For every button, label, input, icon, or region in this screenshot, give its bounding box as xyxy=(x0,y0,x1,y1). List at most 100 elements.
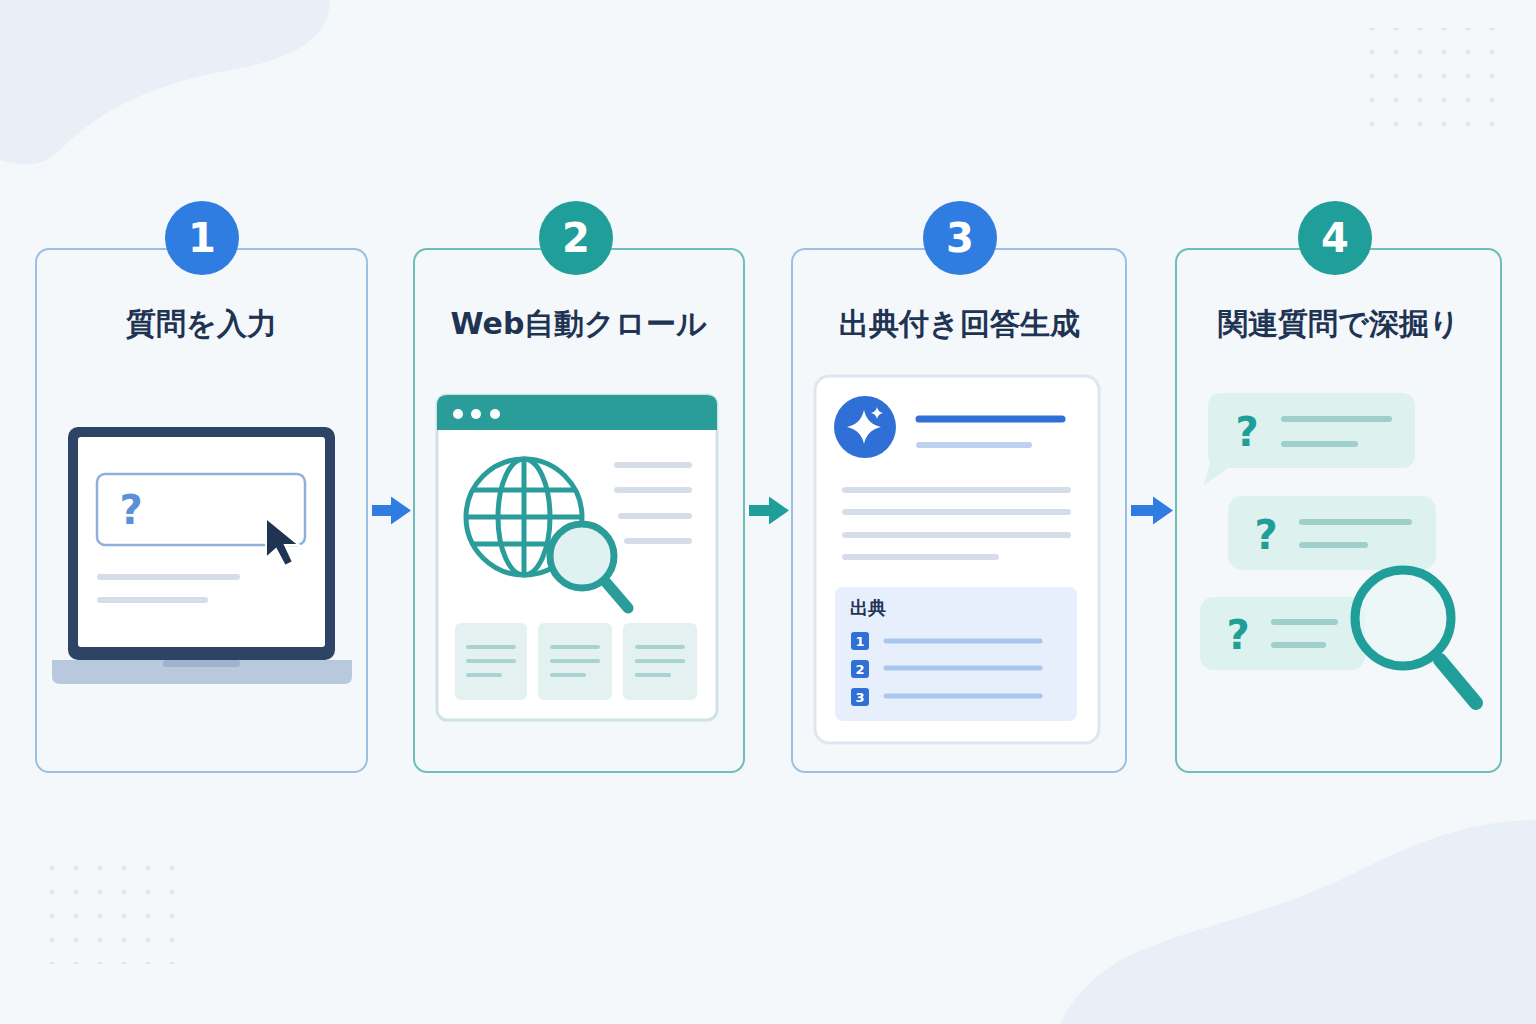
shape xyxy=(604,580,628,608)
shape xyxy=(550,524,614,588)
shape xyxy=(845,509,1068,515)
step-title: Web自動クロール xyxy=(415,306,743,342)
window-dot xyxy=(471,409,481,419)
source-heading: 出典 xyxy=(850,599,886,617)
flow-arrow xyxy=(1131,505,1157,516)
sparkle xyxy=(871,407,883,419)
shape xyxy=(538,623,612,700)
source-number: 2 xyxy=(855,663,864,676)
step-number-circle: 1 xyxy=(165,201,239,275)
step-number: 2 xyxy=(562,215,590,261)
browser-illustration xyxy=(437,395,717,720)
step-title: 関連質問で深掘り xyxy=(1177,306,1500,342)
shape xyxy=(552,659,598,663)
shape xyxy=(1274,642,1323,648)
shape xyxy=(845,554,996,560)
answer-illustration xyxy=(815,376,1099,743)
magnifier-icon xyxy=(1355,570,1476,703)
browser-bar xyxy=(437,395,717,430)
shape xyxy=(552,645,598,649)
heading-line xyxy=(919,442,1029,448)
dot-grid xyxy=(34,864,186,964)
shape xyxy=(845,487,1068,493)
question-mark: ? xyxy=(1235,412,1258,452)
text-lines xyxy=(617,465,689,541)
shape xyxy=(468,673,500,677)
answer-card xyxy=(815,376,1099,743)
corner-blob xyxy=(1060,820,1536,1024)
shape xyxy=(1284,441,1355,447)
question-mark: ? xyxy=(1254,515,1277,555)
step-panel: 出典付き回答生成3 xyxy=(791,248,1127,773)
source-lines xyxy=(886,641,1040,696)
text-lines xyxy=(845,490,1068,557)
source-number-box xyxy=(851,688,869,706)
shape xyxy=(886,639,1040,644)
shape xyxy=(473,488,575,493)
magnifier-icon xyxy=(550,524,628,608)
flow-arrow xyxy=(749,505,773,516)
shape xyxy=(627,538,689,544)
shape xyxy=(466,515,582,520)
mouse-cursor xyxy=(266,518,299,566)
step-number: 3 xyxy=(946,215,974,261)
laptop-illustration xyxy=(52,427,352,684)
shape xyxy=(455,623,527,700)
shape xyxy=(468,645,514,649)
step-panel: Web自動クロール2 xyxy=(413,248,745,773)
shape xyxy=(1440,660,1476,703)
step-number-circle: 3 xyxy=(923,201,997,275)
shape xyxy=(623,623,697,700)
shape xyxy=(1302,542,1365,548)
step-number-circle: 4 xyxy=(1298,201,1372,275)
shape xyxy=(1274,619,1335,625)
related-questions-illustration xyxy=(1200,393,1476,703)
source-number-box xyxy=(851,632,869,650)
step-panel: 質問を入力1 xyxy=(35,248,368,773)
question-bubble xyxy=(1204,393,1415,485)
question-bubble xyxy=(1228,496,1436,570)
shape xyxy=(617,462,689,468)
heading-line xyxy=(919,416,1062,423)
shape xyxy=(637,659,683,663)
question-mark: ? xyxy=(1226,615,1249,655)
window-dot xyxy=(490,409,500,419)
shape xyxy=(1284,416,1389,422)
source-number: 1 xyxy=(855,635,864,648)
shape xyxy=(617,487,689,493)
shape xyxy=(468,647,683,675)
laptop-screen xyxy=(68,427,335,660)
shape xyxy=(845,532,1068,538)
shape xyxy=(637,673,669,677)
shape xyxy=(1302,519,1409,525)
shape xyxy=(621,513,689,519)
dot-grid xyxy=(1354,28,1504,128)
shape xyxy=(468,659,514,663)
result-cards xyxy=(455,623,697,700)
laptop-base xyxy=(52,660,352,684)
ai-icon xyxy=(834,396,896,458)
source-box xyxy=(835,587,1077,721)
step-panel: 関連質問で深掘り4 xyxy=(1175,248,1502,773)
shape xyxy=(1355,570,1451,666)
text-line xyxy=(100,597,205,603)
flow-arrow xyxy=(372,505,395,516)
shape xyxy=(886,666,1040,671)
shape xyxy=(886,694,1040,699)
source-number-box xyxy=(851,660,869,678)
question-mark: ? xyxy=(119,490,142,530)
shape xyxy=(637,645,683,649)
screen-inner xyxy=(78,437,325,647)
browser-window xyxy=(437,395,717,720)
question-bubble xyxy=(1200,597,1365,670)
corner-blob xyxy=(0,0,330,164)
window-dot xyxy=(453,409,463,419)
step-number: 1 xyxy=(188,215,216,261)
step-title: 質問を入力 xyxy=(37,306,366,342)
step-number: 4 xyxy=(1321,215,1349,261)
text-line xyxy=(100,574,237,580)
laptop-notch xyxy=(163,660,240,667)
